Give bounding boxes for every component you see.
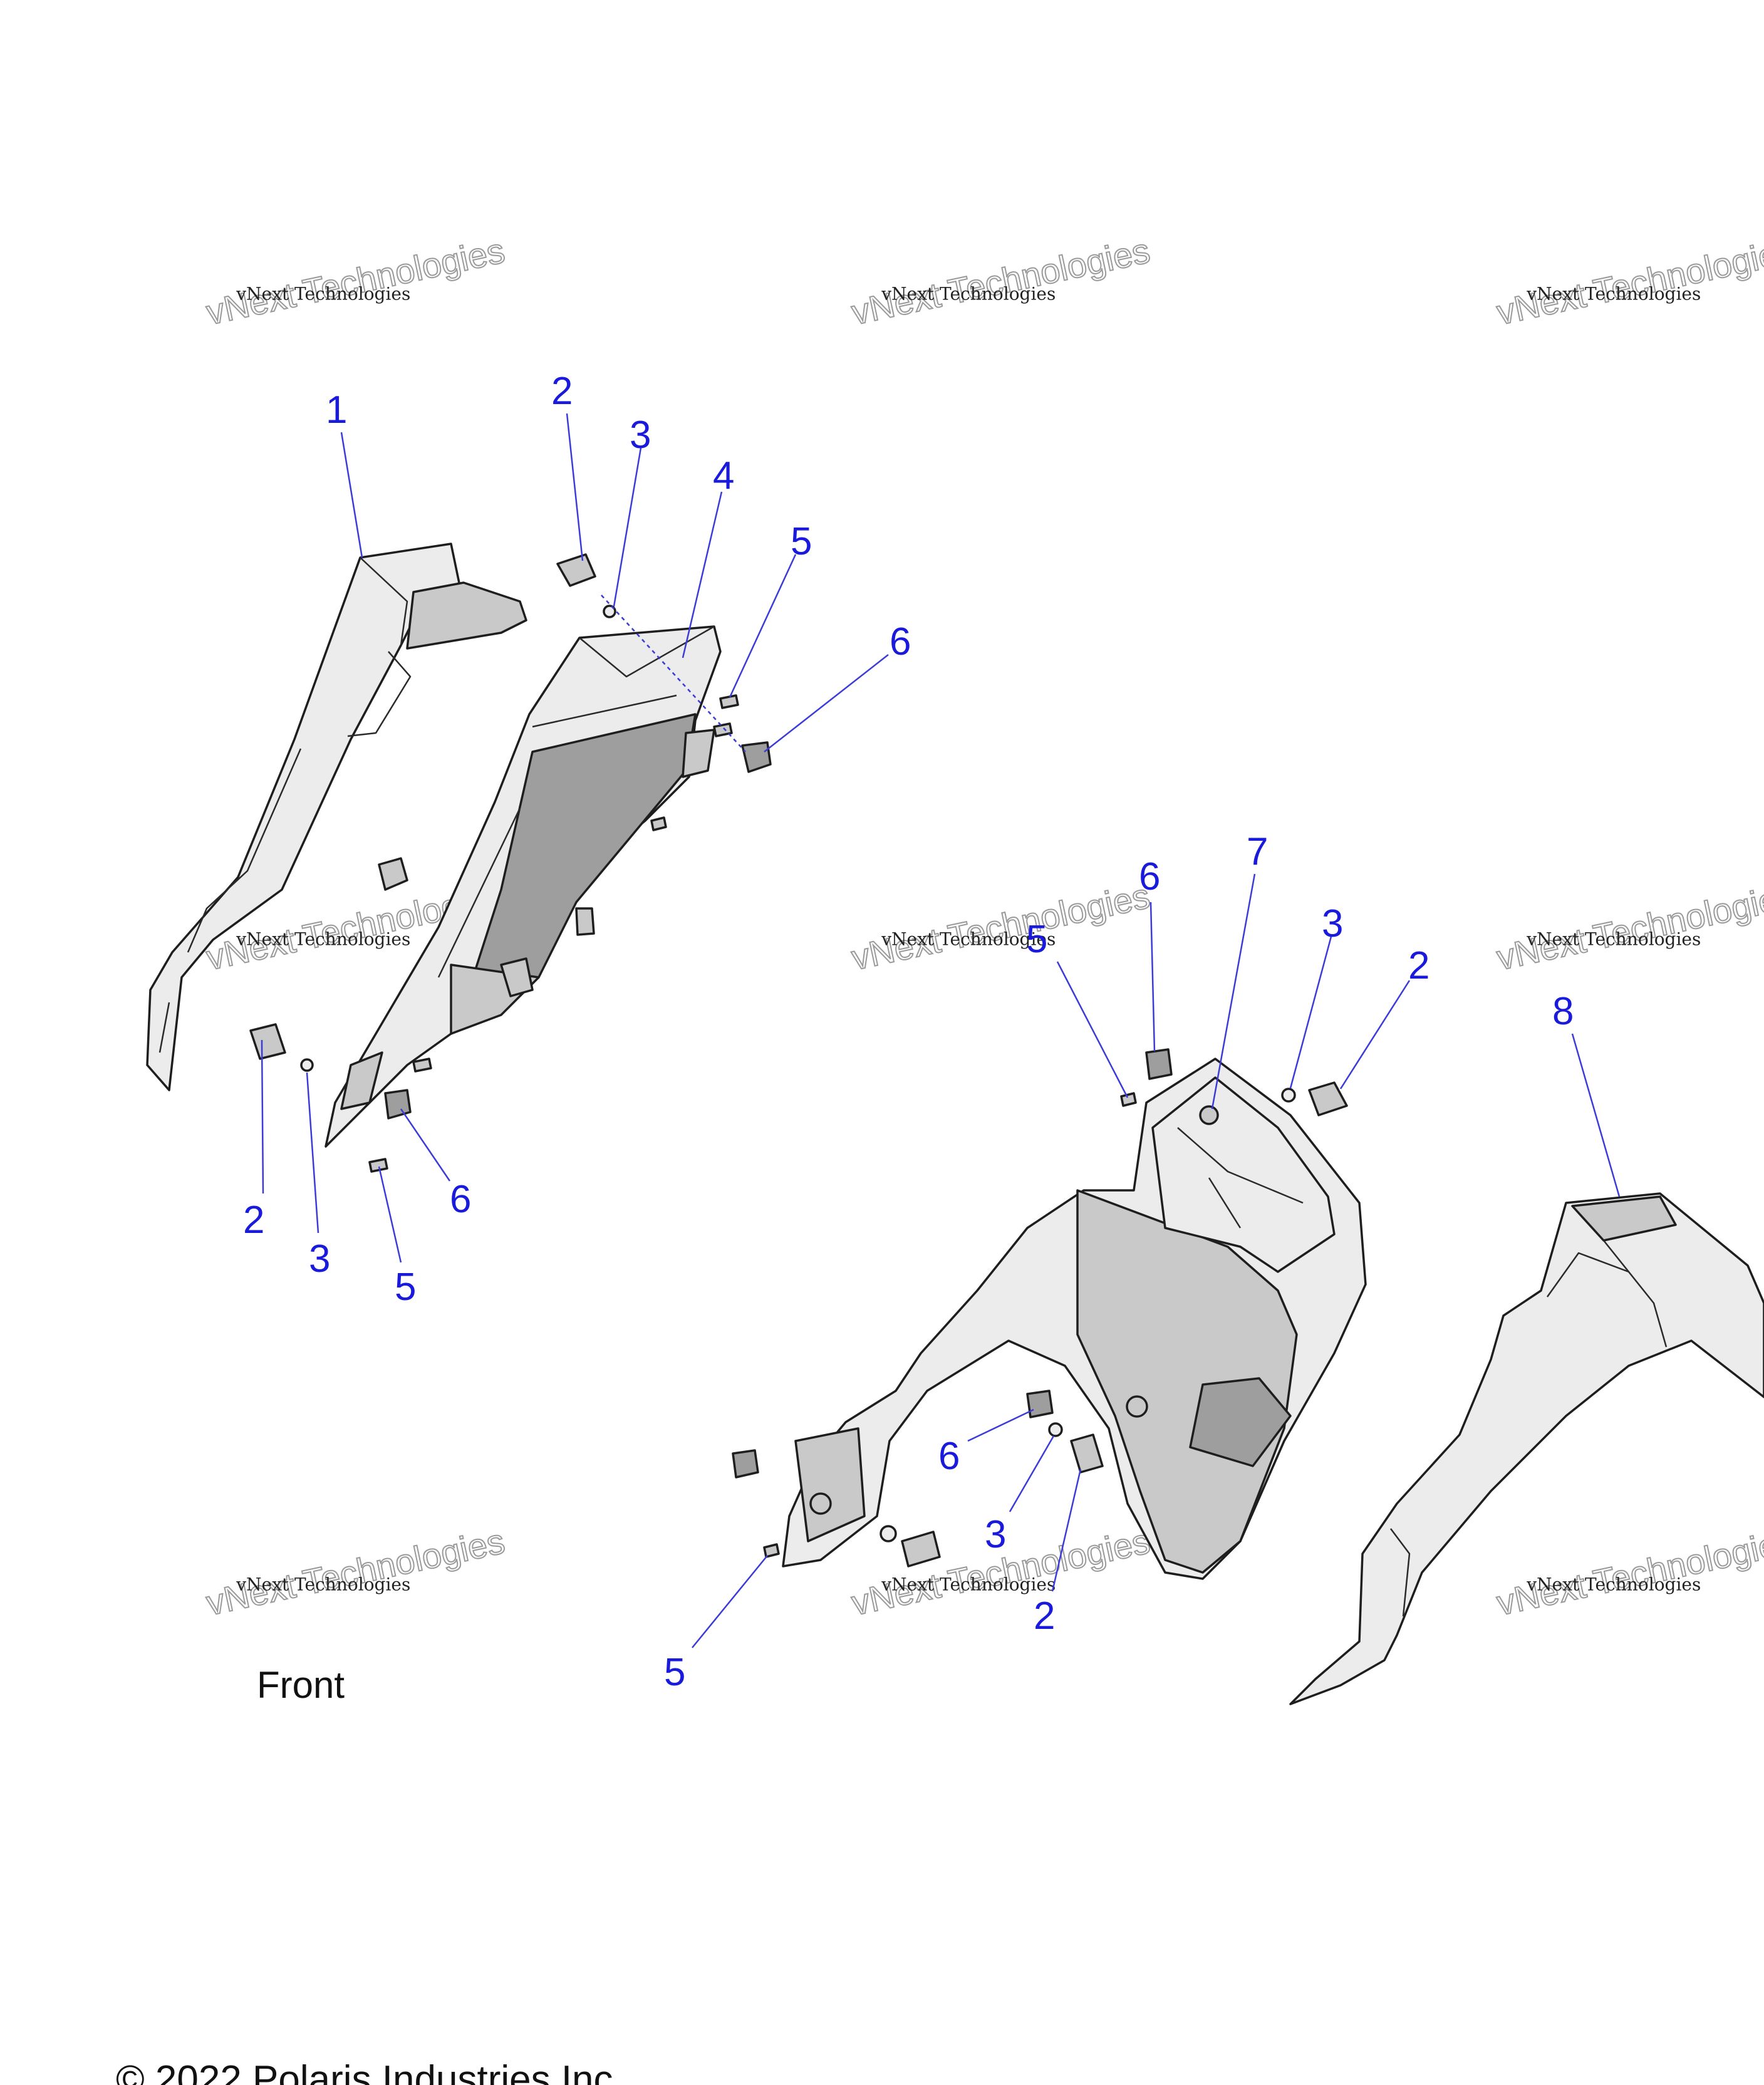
callout-3: 3 bbox=[1322, 902, 1343, 945]
push-rivet bbox=[249, 1023, 286, 1060]
callout-8: 8 bbox=[1552, 990, 1574, 1033]
washer bbox=[1048, 1422, 1063, 1437]
watermark-text: vNext Technologies bbox=[848, 876, 1153, 977]
part-1-left-side-panel bbox=[146, 543, 527, 1091]
callout-7: 7 bbox=[1247, 830, 1268, 873]
watermark-text: vNext Technologies bbox=[1526, 929, 1701, 950]
callout-labels: 1 2 3 4 5 6 2 3 6 5 6 7 5 3 2 8 6 3 2 5 bbox=[243, 370, 1574, 1694]
washer bbox=[603, 605, 616, 618]
screw bbox=[763, 1543, 780, 1558]
callout-2: 2 bbox=[243, 1198, 264, 1242]
screw bbox=[412, 1058, 432, 1073]
callout-4: 4 bbox=[713, 454, 734, 497]
front-label: Front bbox=[257, 1664, 345, 1706]
watermark-text: vNext Technologies bbox=[236, 1574, 410, 1595]
right-fasteners bbox=[732, 1048, 1348, 1568]
push-rivet bbox=[378, 857, 408, 891]
screw bbox=[1120, 1092, 1137, 1107]
part-7-inner-fender bbox=[782, 1058, 1367, 1580]
push-rivet bbox=[1070, 1433, 1104, 1474]
watermark-text: vNext Technologies bbox=[203, 231, 508, 332]
watermark-text: vNext Technologies bbox=[236, 284, 410, 304]
screw bbox=[719, 694, 739, 709]
watermark-tile: vNext Technologies vNext Technologies bbox=[1493, 230, 1764, 333]
callout-3: 3 bbox=[309, 1237, 330, 1281]
callout-1: 1 bbox=[326, 388, 347, 432]
watermark-text: vNext Technologies bbox=[1493, 876, 1764, 977]
watermark-text: vNext Technologies bbox=[848, 231, 1153, 332]
watermark-text: vNext Technologies bbox=[236, 929, 410, 950]
watermark-text: vNext Technologies bbox=[1526, 284, 1701, 304]
watermark-tile: vNext Technologies vNext Technologies bbox=[202, 230, 509, 333]
screw bbox=[650, 816, 667, 831]
callout-5: 5 bbox=[395, 1266, 416, 1309]
grommet bbox=[384, 1089, 412, 1120]
washer bbox=[300, 1058, 314, 1072]
watermark-text: vNext Technologies bbox=[1493, 1521, 1764, 1623]
callout-3: 3 bbox=[985, 1513, 1006, 1556]
part-8-right-side-panel bbox=[1289, 1192, 1764, 1705]
watermark-tile: vNext Technologies vNext Technologies bbox=[202, 1521, 509, 1623]
copyright-text: © 2022 Polaris Industries Inc. bbox=[116, 2058, 624, 2085]
callout-3: 3 bbox=[630, 413, 651, 457]
push-rivet bbox=[556, 553, 596, 587]
callout-5: 5 bbox=[664, 1651, 685, 1694]
grommet bbox=[732, 1449, 759, 1479]
watermark-tile: vNext Technologies vNext Technologies bbox=[1493, 1521, 1764, 1623]
watermark-text: vNext Technologies bbox=[1526, 1574, 1701, 1595]
watermark-tile: vNext Technologies vNext Technologies bbox=[848, 875, 1154, 978]
push-rivet bbox=[1308, 1081, 1348, 1116]
callout-6: 6 bbox=[890, 620, 911, 663]
left-fasteners bbox=[249, 553, 772, 1173]
watermark-text: vNext Technologies bbox=[881, 1574, 1056, 1595]
watermark-text: vNext Technologies bbox=[881, 929, 1056, 950]
callout-6: 6 bbox=[1139, 855, 1160, 898]
leader-lines bbox=[261, 413, 1621, 1648]
callout-2: 2 bbox=[1408, 944, 1429, 987]
watermark-tile: vNext Technologies vNext Technologies bbox=[848, 230, 1154, 333]
callout-5: 5 bbox=[1026, 918, 1047, 961]
callout-6: 6 bbox=[938, 1435, 960, 1478]
callout-2: 2 bbox=[1034, 1594, 1055, 1638]
watermark-text: vNext Technologies bbox=[881, 284, 1056, 304]
grommet bbox=[1145, 1048, 1173, 1080]
washer bbox=[1281, 1088, 1296, 1103]
watermark-text: vNext Technologies bbox=[1493, 231, 1764, 332]
callout-5: 5 bbox=[791, 520, 812, 563]
clip bbox=[575, 907, 595, 936]
screw bbox=[368, 1158, 388, 1173]
grommet bbox=[1026, 1390, 1054, 1418]
watermark-tile: vNext Technologies vNext Technologies bbox=[1493, 875, 1764, 978]
callout-6: 6 bbox=[450, 1178, 471, 1221]
push-rivet bbox=[901, 1531, 941, 1568]
watermark-text: vNext Technologies bbox=[203, 1521, 508, 1623]
washer bbox=[879, 1525, 897, 1542]
callout-2: 2 bbox=[551, 370, 573, 413]
grommet bbox=[741, 741, 772, 773]
screw bbox=[713, 722, 733, 737]
part-4-left-inner-panel bbox=[324, 625, 722, 1148]
